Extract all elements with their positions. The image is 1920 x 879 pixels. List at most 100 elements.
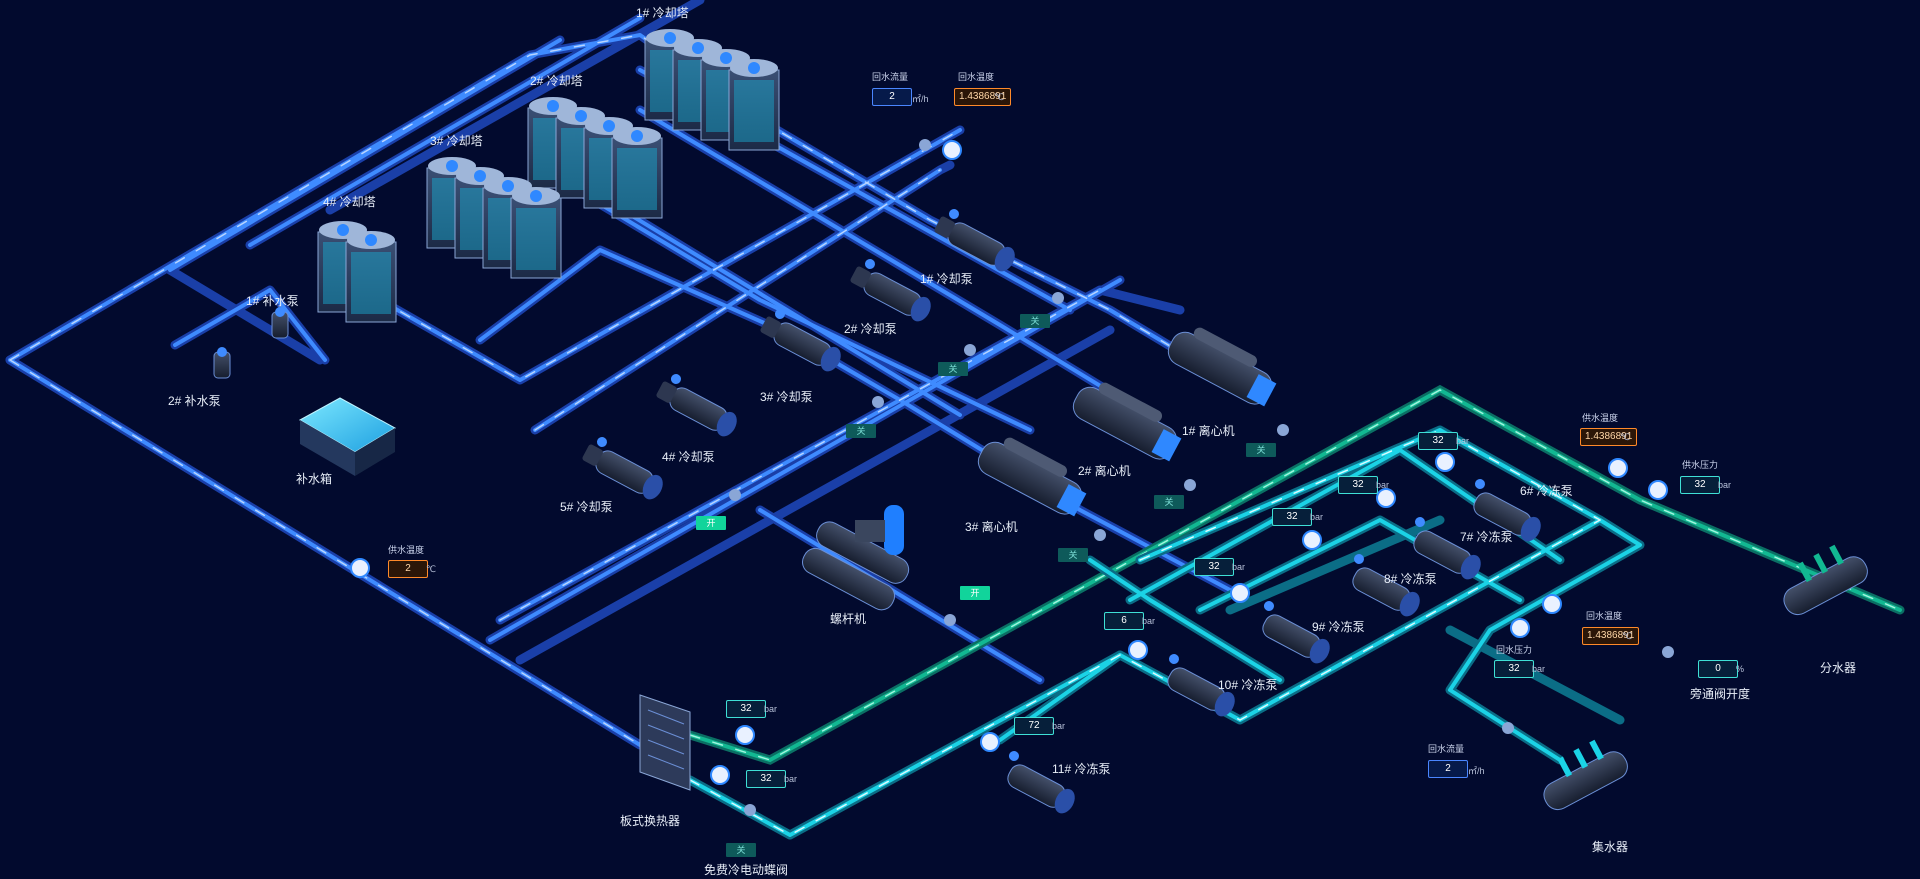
screw-chiller-label: 螺杆机 bbox=[830, 612, 867, 626]
supply-pressure-unit: bar bbox=[1718, 480, 1732, 490]
pressure-unit: bar bbox=[784, 774, 798, 784]
pressure-box: 32 bbox=[1418, 432, 1458, 450]
cooling-tower-2-label: 2# 冷却塔 bbox=[530, 74, 583, 88]
return-temp-label: 回水温度 bbox=[1586, 611, 1623, 621]
pressure-unit: bar bbox=[1052, 721, 1066, 731]
centrifugal-chiller-2 bbox=[1072, 382, 1182, 462]
chilled-pump-8 bbox=[1352, 553, 1420, 617]
supply-temp-value: 1.4386891 bbox=[1580, 428, 1638, 446]
pressure-unit: bar bbox=[1456, 436, 1470, 446]
bypass-opening-value: 0 bbox=[1698, 660, 1738, 678]
return-flow-label: 回水流量 bbox=[1428, 744, 1465, 754]
chilled-pump-9 bbox=[1262, 600, 1330, 664]
chilled-pump-8-label: 8# 冷冻泵 bbox=[1384, 572, 1437, 586]
gauge-icons bbox=[350, 140, 1668, 785]
pressure-box: 32 bbox=[1194, 558, 1234, 576]
cooling-pump-5-label: 5# 冷却泵 bbox=[560, 500, 613, 514]
return-temp-value: 1.4386891 bbox=[1582, 627, 1640, 645]
makeup-tank bbox=[298, 397, 397, 476]
chilled-pump-11 bbox=[1007, 750, 1075, 814]
pressure-box: 32 bbox=[726, 700, 766, 718]
chilled-pump-9-label: 9# 冷冻泵 bbox=[1312, 620, 1365, 634]
cooling-pump-3 bbox=[760, 308, 841, 372]
cooling-pump-1 bbox=[934, 208, 1015, 272]
transfer-pipes bbox=[685, 384, 1905, 765]
cooling-pump-3-label: 3# 冷却泵 bbox=[760, 390, 813, 404]
pressure-box: 32 bbox=[1272, 508, 1312, 526]
supply-pressure-value: 32 bbox=[1680, 476, 1720, 494]
distributor-label: 分水器 bbox=[1820, 661, 1857, 675]
left-temp-unit: ℃ bbox=[426, 564, 437, 574]
water-distributor bbox=[1783, 544, 1868, 616]
pressure-box: 32 bbox=[1338, 476, 1378, 494]
supply-temp-label: 供水温度 bbox=[1582, 413, 1619, 423]
return-pressure-unit: bar bbox=[1532, 664, 1546, 674]
chilled-pump-10 bbox=[1167, 653, 1235, 717]
free-cooling-valve-switch[interactable]: 关 bbox=[726, 843, 756, 857]
top-temp-value: 1.4386891 bbox=[954, 88, 1012, 106]
chiller-3-switch[interactable]: 关 bbox=[1058, 548, 1088, 562]
top-flow-unit: ㎡/h bbox=[912, 94, 929, 104]
cooling-pump-2-label: 2# 冷却泵 bbox=[844, 322, 897, 336]
cooling-pump-5-switch[interactable]: 开 bbox=[696, 516, 726, 530]
makeup-pump-2 bbox=[213, 347, 231, 379]
centrifugal-chiller-1 bbox=[1167, 327, 1277, 407]
cooling-tower-4-label: 4# 冷却塔 bbox=[323, 195, 376, 209]
cooling-tower-3-label: 3# 冷却塔 bbox=[430, 134, 483, 148]
chilled-pump-10-label: 10# 冷冻泵 bbox=[1218, 678, 1278, 692]
cooling-pump-3-switch[interactable]: 关 bbox=[846, 424, 876, 438]
cooling-water-pipes bbox=[5, 0, 1235, 750]
water-collector bbox=[1543, 739, 1628, 811]
chilled-pump-11-label: 11# 冷冻泵 bbox=[1052, 762, 1111, 776]
bypass-opening-unit: % bbox=[1736, 664, 1745, 674]
return-flow-unit: ㎡/h bbox=[1468, 766, 1485, 776]
top-temp-label: 回水温度 bbox=[958, 72, 995, 82]
valve-icons bbox=[729, 139, 1674, 816]
pressure-box: 6 bbox=[1104, 612, 1144, 630]
cooling-pump-4 bbox=[656, 373, 737, 437]
left-temp-label: 供水温度 bbox=[388, 545, 425, 555]
cooling-tower-2 bbox=[527, 97, 663, 219]
chilled-pump-7 bbox=[1413, 516, 1481, 580]
makeup-pump-2-label: 2# 补水泵 bbox=[168, 394, 221, 408]
bypass-label: 旁通阀开度 bbox=[1690, 687, 1751, 701]
screw-chiller bbox=[802, 505, 910, 611]
cooling-pump-4-label: 4# 冷却泵 bbox=[662, 450, 715, 464]
left-temp-value: 2 bbox=[388, 560, 428, 578]
top-flow-value: 2 bbox=[872, 88, 912, 106]
top-temp-unit: ℃ bbox=[994, 92, 1005, 102]
cooling-tower-3 bbox=[426, 157, 562, 279]
cooling-pump-1-label: 1# 冷却泵 bbox=[920, 272, 973, 286]
pressure-unit: bar bbox=[1142, 616, 1156, 626]
cooling-tower-1-label: 1# 冷却塔 bbox=[636, 6, 689, 20]
cooling-pump-2-switch[interactable]: 关 bbox=[938, 362, 968, 376]
pressure-box: 72 bbox=[1014, 717, 1054, 735]
supply-pressure-label: 供水压力 bbox=[1682, 460, 1719, 470]
return-pressure-value: 32 bbox=[1494, 660, 1534, 678]
top-flow-label: 回水流量 bbox=[872, 72, 909, 82]
makeup-tank-label: 补水箱 bbox=[296, 472, 333, 486]
makeup-pump-1 bbox=[271, 307, 289, 339]
chiller-2-label: 2# 离心机 bbox=[1078, 464, 1131, 478]
return-pressure-label: 回水压力 bbox=[1496, 645, 1533, 655]
cooling-pump-1-switch[interactable]: 关 bbox=[1020, 314, 1050, 328]
chilled-water-pipes bbox=[685, 425, 1645, 840]
chilled-pump-6 bbox=[1473, 478, 1541, 542]
chilled-pump-7-label: 7# 冷冻泵 bbox=[1460, 530, 1513, 544]
plate-exchanger-label: 板式换热器 bbox=[620, 814, 681, 828]
chiller-2-switch[interactable]: 关 bbox=[1154, 495, 1184, 509]
chiller-1-switch[interactable]: 关 bbox=[1246, 443, 1276, 457]
screw-chiller-switch[interactable]: 开 bbox=[960, 586, 990, 600]
pressure-unit: bar bbox=[1376, 480, 1390, 490]
pressure-box: 32 bbox=[746, 770, 786, 788]
return-temp-unit: ℃ bbox=[1622, 631, 1633, 641]
collector-label: 集水器 bbox=[1592, 840, 1629, 854]
cooling-tower-4 bbox=[317, 221, 397, 323]
return-flow-value: 2 bbox=[1428, 760, 1468, 778]
pressure-unit: bar bbox=[764, 704, 778, 714]
chiller-3-label: 3# 离心机 bbox=[965, 520, 1018, 534]
plate-heat-exchanger bbox=[639, 694, 691, 791]
supply-temp-unit: ℃ bbox=[1620, 432, 1631, 442]
